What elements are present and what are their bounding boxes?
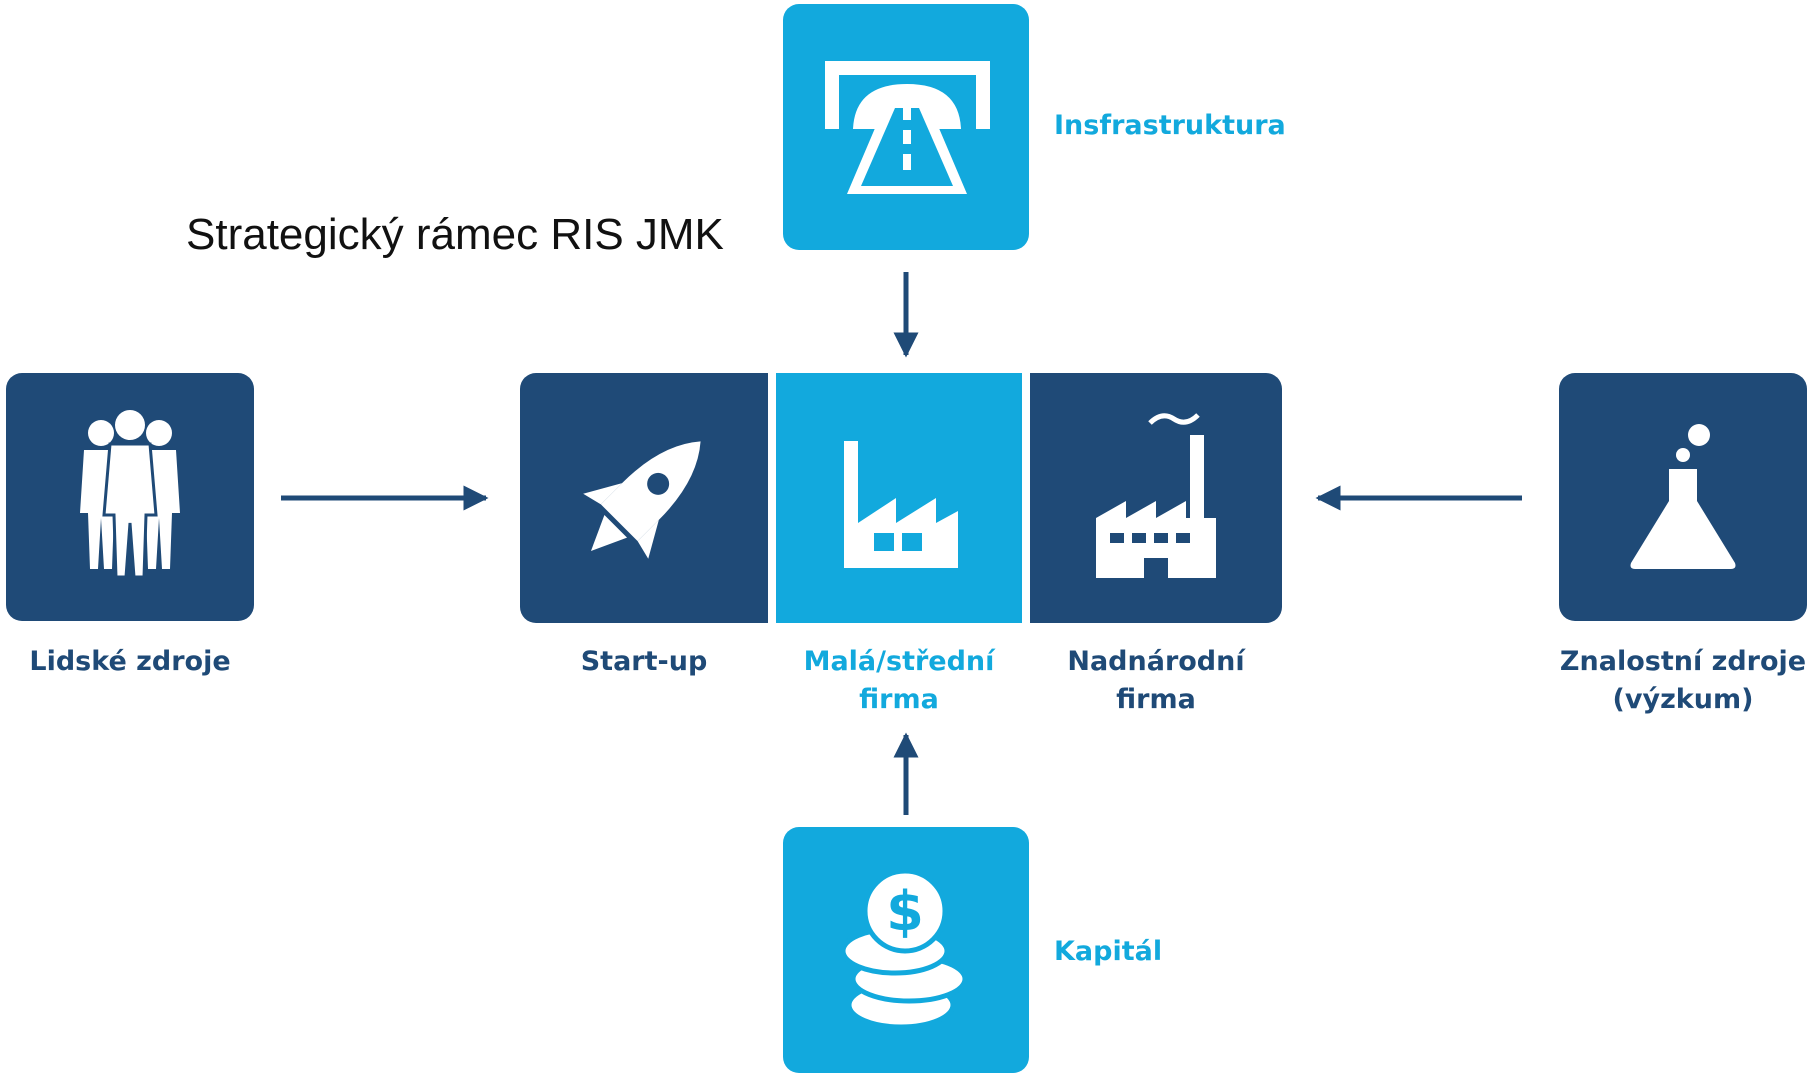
startup-label: Start-up [580,646,708,677]
enterprise-group [520,373,1282,623]
rocket-icon [583,441,701,559]
diagram-title: Strategický rámec RIS JMK [186,210,724,259]
dollar-coins-icon: $ [840,868,968,1030]
multinational-label: Nadnárodní firma [1067,646,1245,715]
sme-label: Malá/střední firma [803,646,995,715]
lab-flask-icon [1630,424,1736,569]
knowledge-label: Znalostní zdroje (výzkum) [1559,646,1807,715]
knowledge-node [1559,373,1807,621]
multinational-node [1030,373,1282,623]
human-resources-label: Lidské zdroje [29,646,231,677]
capital-label: Kapitál [1054,936,1163,967]
sme-node [776,373,1022,623]
infrastructure-label: Insfrastruktura [1054,110,1286,141]
svg-text:$: $ [886,880,924,943]
road-tunnel-icon [825,61,990,194]
startup-node [520,373,768,623]
industrial-plant-icon [1096,413,1216,578]
capital-node: $ [783,827,1029,1073]
people-group-icon [80,410,180,579]
infrastructure-node [783,4,1029,250]
human-resources-node [6,373,254,621]
factory-icon [844,441,958,568]
